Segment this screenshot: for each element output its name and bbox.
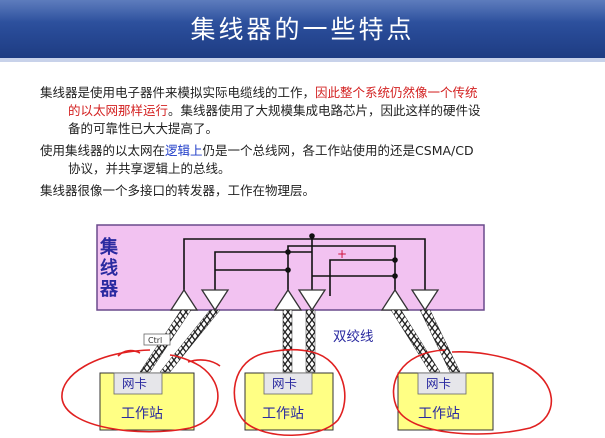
network-card-label-1: 网卡 (122, 376, 147, 391)
p1-line3-text: 备的可靠性已大大提高了。 (68, 121, 219, 136)
slide-title: 集线器的一些特点 (190, 15, 415, 44)
workstation-1: 网卡 工作站 (99, 372, 195, 431)
workstation-3: 网卡 工作站 (397, 372, 494, 431)
paragraph-2: 使用集线器的以太网在逻辑上仍是一个总线网，各工作站使用的还是CSMA/CD 协议… (40, 142, 585, 178)
title-shine (0, 0, 605, 22)
hub-label-1: 集 (99, 236, 119, 258)
p1-line2-text: 。集线器使用了大规模集成电路芯片，因此这样的硬件设 (168, 103, 481, 118)
red-annotation-marks (61, 348, 553, 437)
hub-label-3: 器 (99, 279, 119, 300)
title-bar: 集线器的一些特点 (0, 0, 605, 58)
p1-highlight: 因此整个系统仍然像一个传统 (315, 85, 478, 100)
paragraph-1: 集线器是使用电子器件来模拟实际电缆线的工作，因此整个系统仍然像一个传统 的以太网… (40, 84, 585, 138)
p2-text-rest: 仍是一个总线网，各工作站使用的还是CSMA/CD (202, 143, 474, 158)
twisted-pair-cables (139, 309, 461, 373)
workstation-2: 网卡 工作站 (244, 372, 334, 431)
p2-line2-text: 协议，并共享逻辑上的总线。 (68, 161, 231, 176)
workstation-label-3: 工作站 (418, 406, 460, 422)
bus-junctions (285, 233, 398, 279)
p1-text: 集线器是使用电子器件来模拟实际电缆线的工作， (40, 85, 316, 100)
p2-text: 使用集线器的以太网在 (40, 143, 166, 158)
paragraph-3: 集线器很像一个多接口的转发器，工作在物理层。 (40, 183, 316, 198)
hub-label-2: 线 (100, 257, 118, 279)
title-separator (0, 58, 605, 62)
ctrl-tag (143, 333, 171, 346)
network-card-label-2: 网卡 (272, 376, 297, 391)
p2-highlight: 逻辑上 (165, 143, 203, 158)
network-card-label-3: 网卡 (426, 376, 451, 391)
p1-line2-highlight: 的以太网那样运行 (68, 103, 169, 118)
cursor-plus: + (337, 247, 347, 261)
twisted-pair-label: 双绞线 (333, 328, 374, 345)
hub-bus-lines (183, 236, 426, 300)
repeater-amplifiers (169, 288, 440, 312)
ctrl-label: Ctrl (148, 336, 162, 345)
workstation-label-2: 工作站 (262, 406, 304, 422)
workstation-label-1: 工作站 (121, 406, 163, 422)
